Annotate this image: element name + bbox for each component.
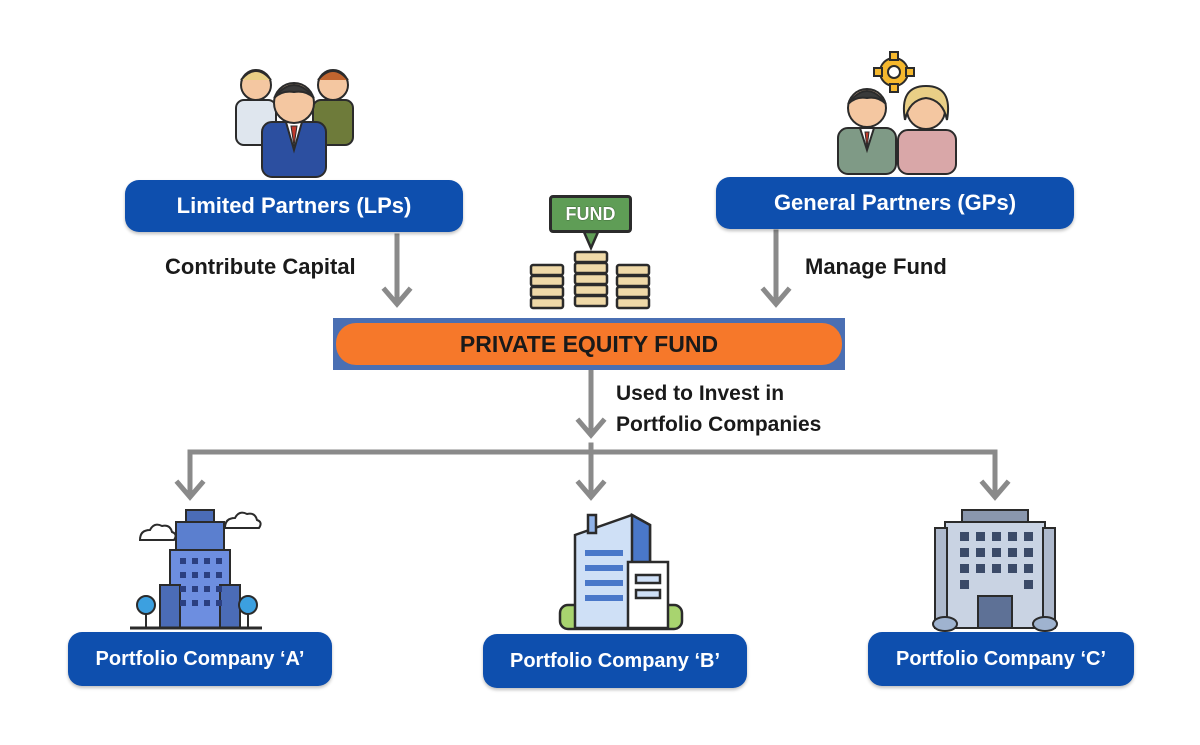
invest-label-line1: Used to Invest in xyxy=(616,382,785,405)
fund-tag: FUND xyxy=(549,195,632,233)
portfolio-company-c-box: Portfolio Company ‘C’ xyxy=(868,632,1134,686)
portfolio-company-a-box: Portfolio Company ‘A’ xyxy=(68,632,332,686)
portfolio-company-b-box: Portfolio Company ‘B’ xyxy=(483,634,747,688)
lp-box: Limited Partners (LPs) xyxy=(125,180,463,232)
gp-box: General Partners (GPs) xyxy=(716,177,1074,229)
invest-label: Used to Invest in Portfolio Companies xyxy=(616,378,821,440)
contribute-capital-label: Contribute Capital xyxy=(165,254,356,279)
manage-fund-label: Manage Fund xyxy=(805,254,947,279)
private-equity-fund-label: PRIVATE EQUITY FUND xyxy=(336,323,842,365)
private-equity-fund-bar: PRIVATE EQUITY FUND xyxy=(333,318,845,370)
invest-label-line2: Portfolio Companies xyxy=(616,413,822,436)
